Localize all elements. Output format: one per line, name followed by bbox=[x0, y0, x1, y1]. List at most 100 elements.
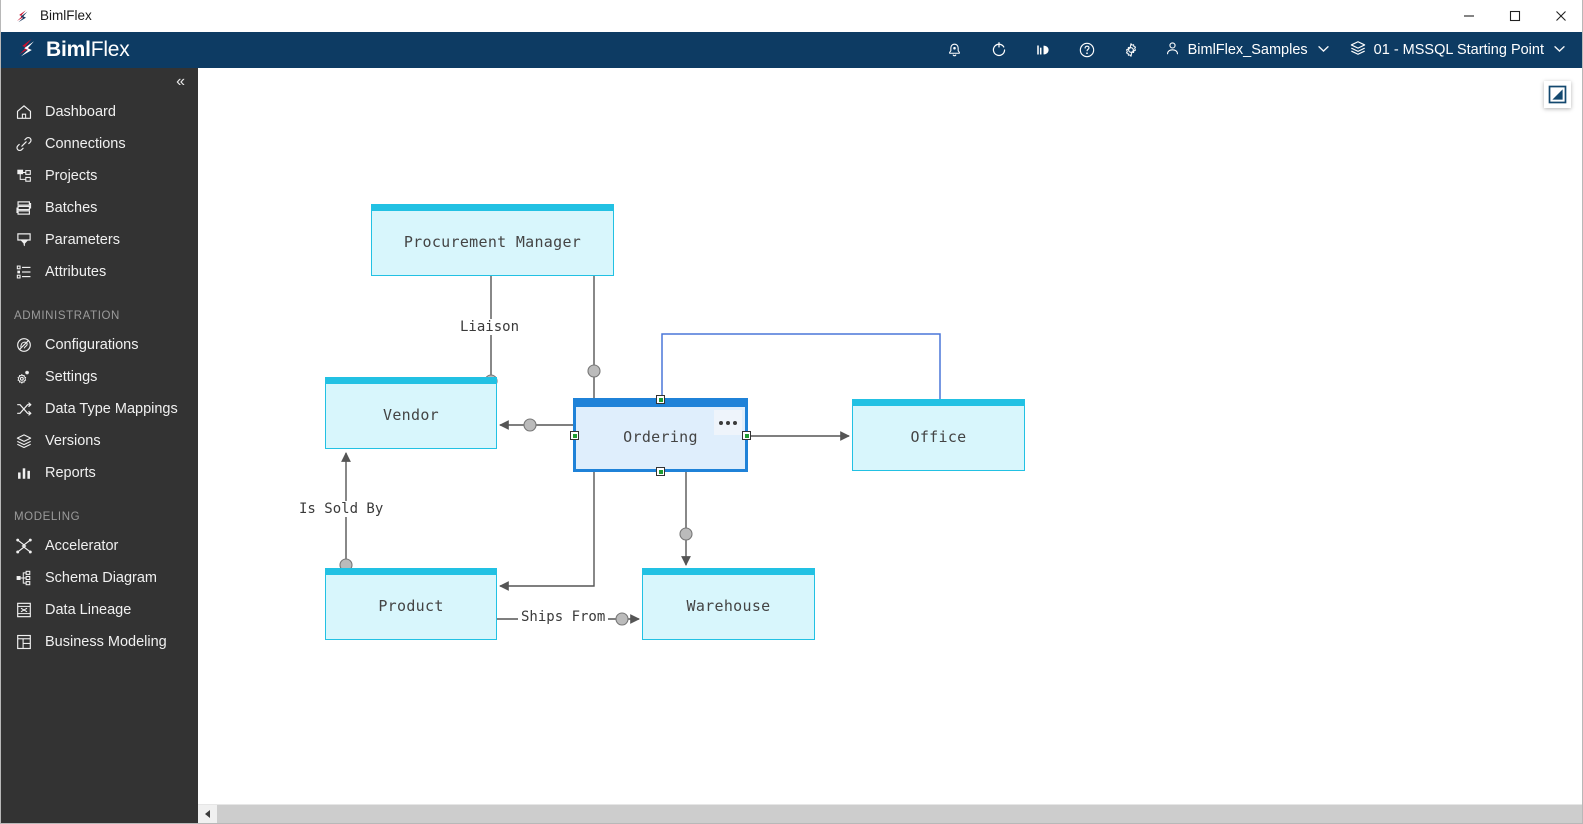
accelerator-icon bbox=[14, 537, 33, 556]
sidebar-item-reports[interactable]: Reports bbox=[1, 457, 198, 489]
data-lineage-icon bbox=[14, 601, 33, 620]
sidebar-section-modeling: MODELING bbox=[14, 511, 81, 523]
close-button[interactable] bbox=[1538, 0, 1582, 32]
sidebar-item-label: Batches bbox=[45, 200, 98, 216]
brand[interactable]: BimlFlex bbox=[1, 35, 130, 65]
chevron-down-icon bbox=[1317, 45, 1329, 56]
layers-icon bbox=[14, 432, 33, 451]
settings-gear-icon bbox=[14, 368, 33, 387]
sidebar-item-label: Projects bbox=[45, 168, 98, 184]
node-label: Office bbox=[910, 428, 967, 446]
node-label: Product bbox=[378, 597, 444, 615]
edge-label-is-sold-by: Is Sold By bbox=[296, 501, 387, 517]
diagram-node-procurement-manager[interactable]: Procurement Manager bbox=[371, 204, 614, 276]
brand-bold: Biml bbox=[46, 38, 91, 61]
bar-chart-icon bbox=[14, 464, 33, 483]
horizontal-scrollbar[interactable] bbox=[198, 804, 1582, 823]
overview-toggle-button[interactable] bbox=[1544, 81, 1571, 108]
sidebar-collapse-row: « bbox=[1, 68, 198, 96]
sidebar-item-attributes[interactable]: Attributes bbox=[1, 256, 198, 288]
diagram-node-office[interactable]: Office bbox=[852, 399, 1025, 471]
person-icon bbox=[1164, 40, 1181, 61]
title-bar: BimlFlex bbox=[1, 0, 1582, 32]
attributes-icon bbox=[14, 263, 33, 282]
sidebar-item-accelerator[interactable]: Accelerator bbox=[1, 530, 198, 562]
horizontal-scroll-track[interactable] bbox=[217, 804, 1582, 823]
sidebar-item-label: Settings bbox=[45, 369, 98, 385]
sidebar-item-dashboard[interactable]: Dashboard bbox=[1, 96, 198, 128]
diagram-edges bbox=[339, 208, 946, 626]
app-header: BimlFlex bbox=[1, 32, 1582, 68]
maximize-button[interactable] bbox=[1492, 0, 1538, 32]
window-title: BimlFlex bbox=[40, 8, 92, 23]
business-modeling-icon bbox=[14, 633, 33, 652]
ellipsis-dot bbox=[726, 420, 730, 425]
sidebar-item-data-type-mappings[interactable]: Data Type Mappings bbox=[1, 393, 198, 425]
schema-diagram-icon bbox=[14, 569, 33, 588]
sidebar-item-label: Dashboard bbox=[45, 104, 116, 120]
sidebar-item-business-modeling[interactable]: Business Modeling bbox=[1, 626, 198, 658]
help-icon[interactable] bbox=[1065, 32, 1109, 68]
scroll-left-arrow-icon[interactable] bbox=[198, 804, 217, 823]
minimize-button[interactable] bbox=[1446, 0, 1492, 32]
horizontal-scroll-thumb[interactable] bbox=[217, 804, 1582, 823]
batches-icon bbox=[14, 199, 33, 218]
sidebar-item-label: Attributes bbox=[45, 264, 107, 280]
link-icon bbox=[14, 135, 33, 154]
node-label: Ordering bbox=[623, 428, 698, 446]
diagram-canvas-wrap: Procurement Manager Vendor Ordering Offi… bbox=[198, 68, 1582, 823]
diagram-node-vendor[interactable]: Vendor bbox=[325, 377, 497, 449]
user-dropdown[interactable]: BimlFlex_Samples bbox=[1153, 32, 1338, 68]
node-handle-top[interactable] bbox=[656, 395, 665, 404]
diagram-node-ordering[interactable]: Ordering bbox=[574, 399, 747, 471]
sidebar-item-batches[interactable]: Batches bbox=[1, 192, 198, 224]
sidebar-item-connections[interactable]: Connections bbox=[1, 128, 198, 160]
diagram-node-product[interactable]: Product bbox=[325, 568, 497, 640]
sidebar-item-parameters[interactable]: Parameters bbox=[1, 224, 198, 256]
parameters-icon bbox=[14, 231, 33, 250]
node-handle-left[interactable] bbox=[570, 431, 579, 440]
sidebar-bottom-filler bbox=[1, 804, 198, 823]
project-dropdown-label: 01 - MSSQL Starting Point bbox=[1373, 42, 1544, 58]
sidebar-item-data-lineage[interactable]: Data Lineage bbox=[1, 594, 198, 626]
schema-diagram-canvas[interactable]: Procurement Manager Vendor Ordering Offi… bbox=[198, 68, 1582, 798]
shuffle-icon bbox=[14, 400, 33, 419]
sidebar-item-label: Accelerator bbox=[45, 538, 119, 554]
layers-icon bbox=[1349, 39, 1367, 61]
notifications-icon[interactable] bbox=[933, 32, 977, 68]
sidebar-item-versions[interactable]: Versions bbox=[1, 425, 198, 457]
brand-text: BimlFlex bbox=[46, 38, 130, 62]
sidebar-item-label: Configurations bbox=[45, 337, 139, 353]
node-handle-bottom[interactable] bbox=[656, 467, 665, 476]
user-dropdown-label: BimlFlex_Samples bbox=[1187, 42, 1308, 58]
sidebar-item-projects[interactable]: Projects bbox=[1, 160, 198, 192]
node-label: Procurement Manager bbox=[403, 233, 582, 251]
sidebar-item-label: Data Lineage bbox=[45, 602, 132, 618]
sidebar-item-configurations[interactable]: Configurations bbox=[1, 329, 198, 361]
brand-logo-icon bbox=[14, 35, 39, 65]
home-icon bbox=[14, 103, 33, 122]
sidebar-item-schema-diagram[interactable]: Schema Diagram bbox=[1, 562, 198, 594]
sidebar-item-label: Connections bbox=[45, 136, 126, 152]
sidebar-item-label: Parameters bbox=[45, 232, 120, 248]
sidebar-item-label: Schema Diagram bbox=[45, 570, 158, 586]
edge-label-ships-from: Ships From bbox=[518, 609, 609, 625]
project-dropdown[interactable]: 01 - MSSQL Starting Point bbox=[1338, 32, 1574, 68]
header-actions: BimlFlex_Samples 01 - MSSQL Starting Poi… bbox=[933, 32, 1574, 68]
settings-gear-icon[interactable] bbox=[1109, 32, 1153, 68]
refresh-icon[interactable] bbox=[977, 32, 1021, 68]
node-handle-right[interactable] bbox=[742, 431, 751, 440]
diagram-node-warehouse[interactable]: Warehouse bbox=[642, 568, 815, 640]
node-context-menu-button[interactable] bbox=[714, 410, 742, 435]
metrics-chart-icon[interactable] bbox=[1021, 32, 1065, 68]
node-label: Vendor bbox=[383, 406, 439, 424]
sidebar-item-settings[interactable]: Settings bbox=[1, 361, 198, 393]
sidebar-item-label: Business Modeling bbox=[45, 634, 167, 650]
collapse-sidebar-button[interactable]: « bbox=[176, 73, 185, 90]
node-label: Warehouse bbox=[686, 597, 771, 615]
ellipsis-dot bbox=[733, 420, 737, 425]
bimlflex-logo-icon bbox=[13, 6, 31, 25]
brand-light: Flex bbox=[90, 38, 130, 61]
edge-label-liaison: Liaison bbox=[457, 319, 523, 335]
